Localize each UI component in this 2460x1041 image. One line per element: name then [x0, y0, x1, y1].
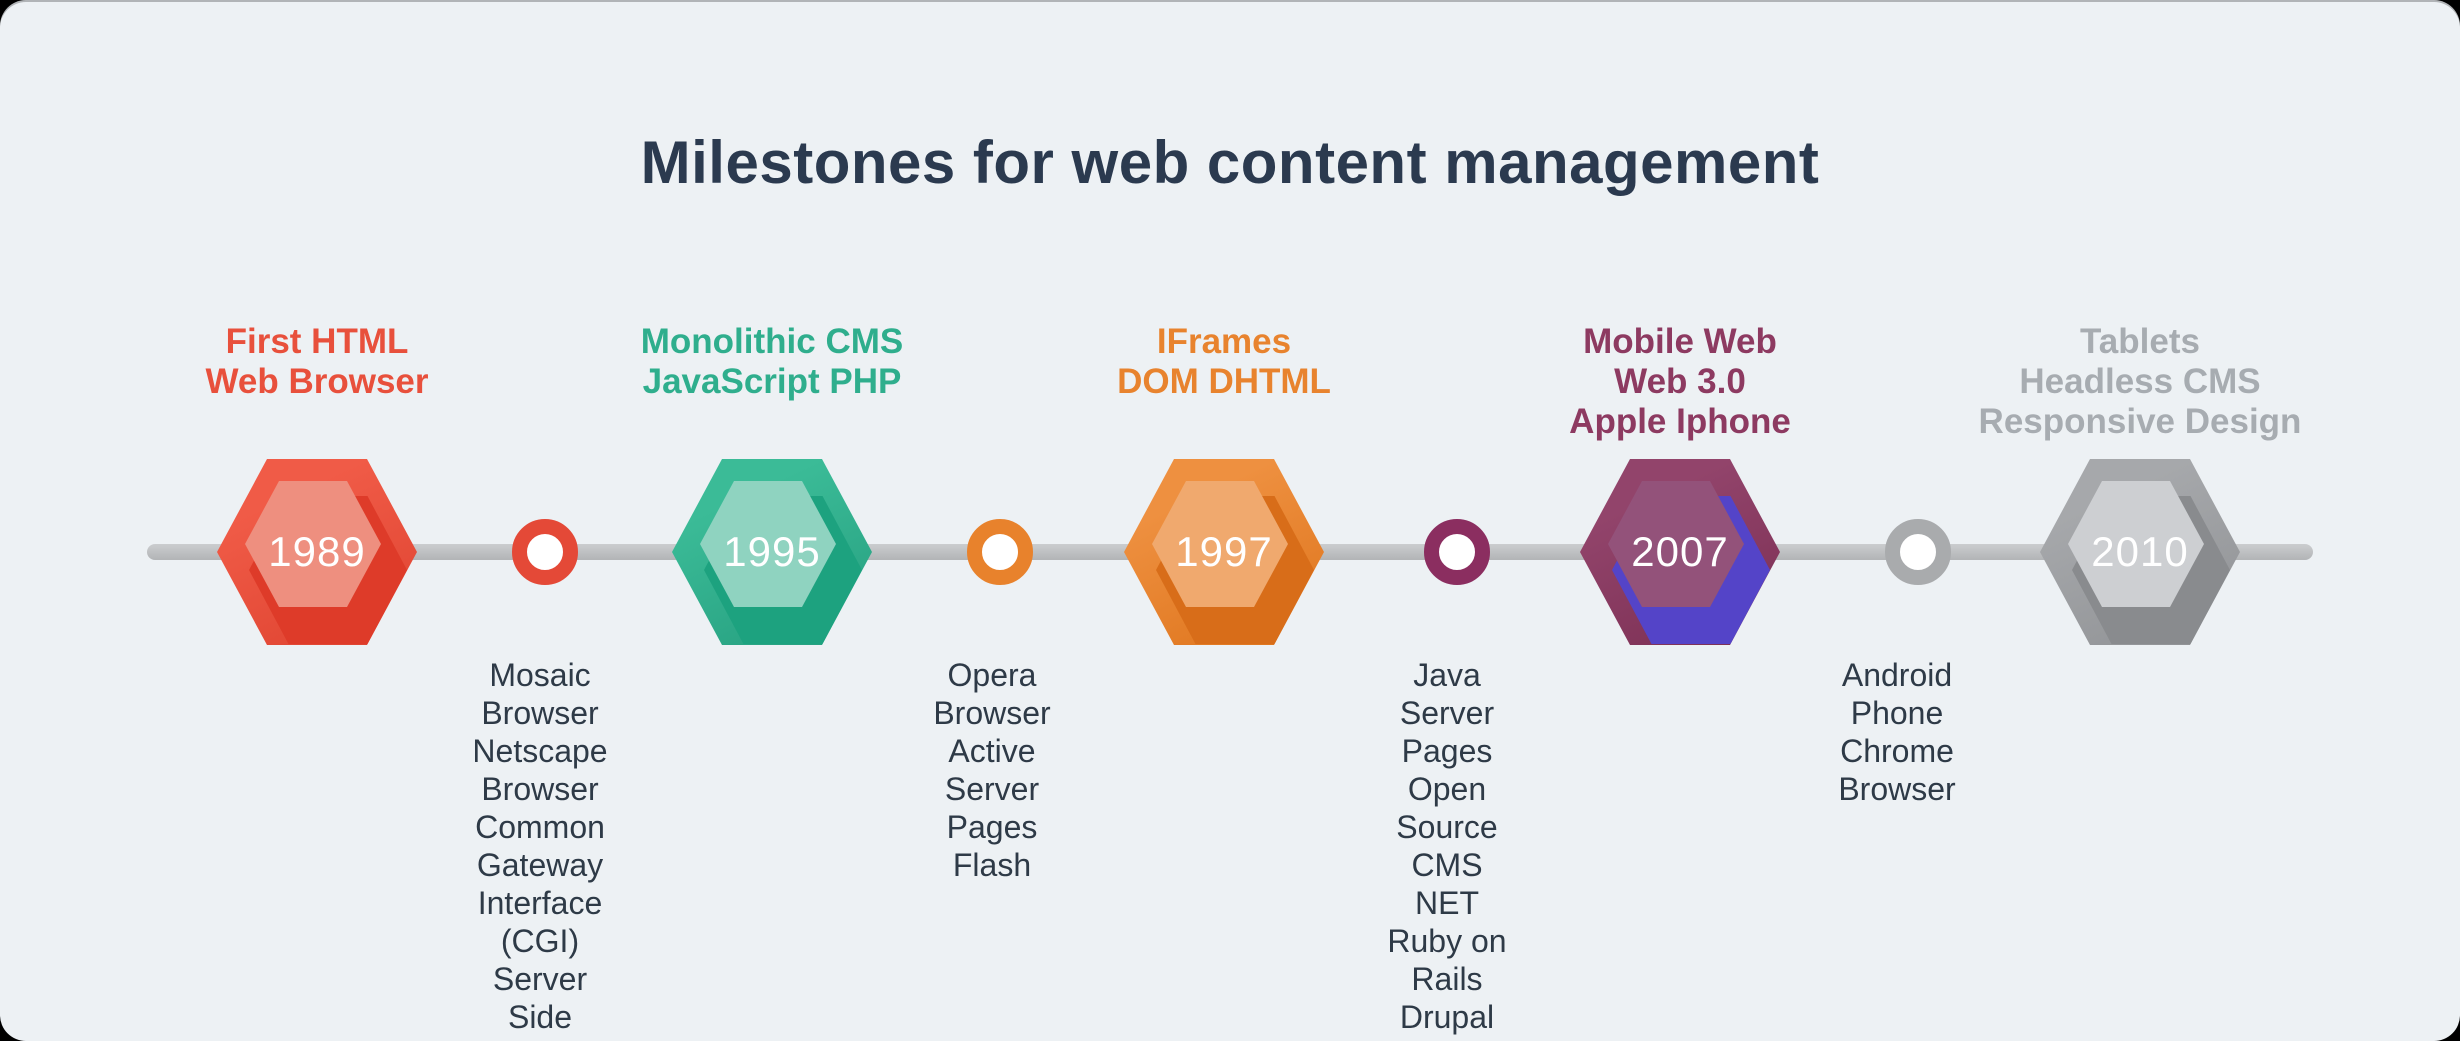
event-item: Mosaic Browser	[481, 657, 599, 731]
hexagon-inner-shape	[700, 481, 836, 607]
event-item: Common Gateway Interface (CGI)	[475, 809, 605, 959]
event-item: Netscape Browser	[472, 733, 608, 807]
milestone-year: 2010	[2091, 528, 2189, 575]
milestone-label-line: Web 3.0	[1614, 362, 1746, 401]
timeline-dot	[1424, 519, 1490, 585]
milestone-label-line: Mobile Web	[1583, 322, 1777, 361]
milestone-label-line: First HTML	[225, 322, 409, 361]
event-item: Opera Browser	[933, 657, 1051, 731]
event-item: Flash	[952, 847, 1032, 883]
event-item: Android Phone	[1841, 657, 1953, 731]
event-item: WordPress	[1368, 1036, 1526, 1041]
event-item: Active Server Pages	[944, 733, 1040, 845]
milestone-label-line: JavaScript PHP	[642, 362, 902, 401]
milestone-label-line: Headless CMS	[2019, 362, 2261, 401]
event-item: Java Server Pages	[1399, 657, 1495, 769]
milestone-label-line: Apple Iphone	[1569, 402, 1791, 441]
milestone-label-line: DOM DHTML	[1117, 362, 1331, 401]
milestone-year: 1989	[268, 528, 366, 575]
hexagon-2010: 2010	[2040, 459, 2240, 645]
hexagon-inner-shape	[2068, 481, 2204, 607]
milestone-year: 1995	[723, 528, 821, 575]
hexagon-1989: 1989	[217, 459, 417, 645]
milestone-label-line: Monolithic CMS	[640, 322, 904, 361]
milestone-label-line: Web Browser	[205, 362, 429, 401]
event-item: Server Side Includes	[480, 961, 599, 1041]
timeline-dot	[1885, 519, 1951, 585]
event-item: Open Source CMS	[1396, 771, 1498, 883]
event-item: NET	[1414, 885, 1479, 921]
timeline-dot	[967, 519, 1033, 585]
timeline-dot	[512, 519, 578, 585]
hexagon-1997: 1997	[1124, 459, 1324, 645]
page-title: Milestones for web content management	[640, 129, 1820, 197]
event-item: Chrome Browser	[1838, 733, 1956, 807]
hexagon-2007: 2007	[1580, 459, 1780, 645]
milestone-label-line: IFrames	[1156, 322, 1292, 361]
event-item: Ruby on Rails	[1387, 923, 1507, 997]
event-item: Drupal	[1399, 999, 1495, 1035]
milestone-year: 1997	[1175, 528, 1273, 575]
hexagon-1995: 1995	[672, 459, 872, 645]
milestone-year: 2007	[1631, 528, 1729, 575]
milestone-label-line: Responsive Design	[1978, 402, 2302, 441]
milestone-label-line: Tablets	[2080, 322, 2200, 361]
